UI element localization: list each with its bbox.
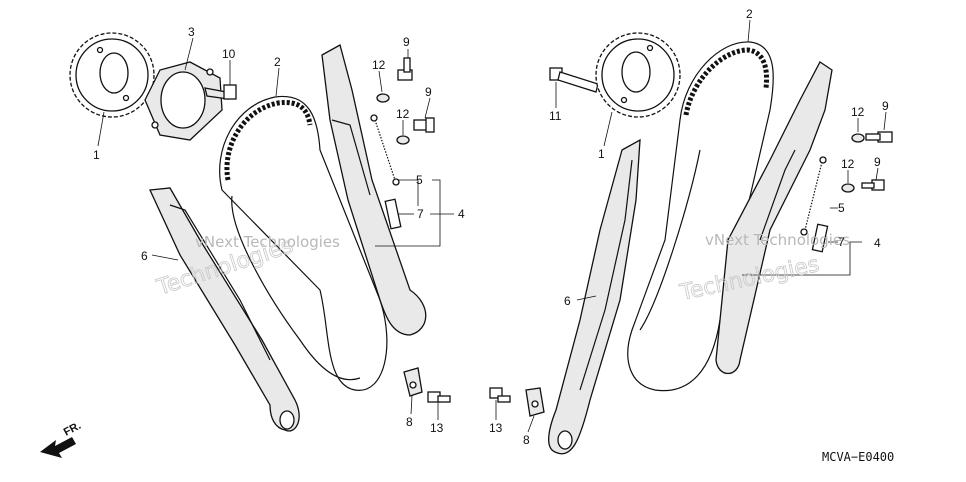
callout-8-right: 8 bbox=[523, 433, 530, 447]
bolt-9b-left bbox=[413, 117, 435, 133]
watermark-text-left: vNext Technologies bbox=[195, 233, 340, 251]
sprocket-plate bbox=[144, 61, 223, 141]
callout-1-right: 1 bbox=[598, 147, 605, 161]
callout-5-right: 5 bbox=[838, 201, 845, 215]
callout-9b-right: 9 bbox=[874, 155, 881, 169]
chain-guide-right bbox=[548, 138, 641, 455]
bolt-11-right bbox=[549, 67, 599, 93]
spring-left bbox=[370, 114, 400, 186]
chain-guide-left bbox=[149, 187, 300, 432]
callout-12b-left: 12 bbox=[396, 107, 410, 121]
callout-6-left: 6 bbox=[141, 249, 148, 263]
callout-13-right: 13 bbox=[489, 421, 503, 435]
washer-12a-left bbox=[376, 93, 390, 103]
callout-12a-left: 12 bbox=[372, 58, 386, 72]
callout-9a-left: 9 bbox=[403, 35, 410, 49]
clip-8-right bbox=[525, 387, 545, 417]
callout-12b-right: 12 bbox=[841, 157, 855, 171]
callouts-left: 1 2 3 4 5 6 7 8 9 9 10 12 12 13 bbox=[93, 25, 465, 435]
leader-lines bbox=[97, 19, 887, 433]
front-label: FR. bbox=[62, 420, 83, 439]
spring-right bbox=[800, 156, 827, 236]
bolt-9a-right bbox=[865, 131, 893, 143]
callout-12a-right: 12 bbox=[851, 105, 865, 119]
front-direction-indicator: FR. bbox=[40, 420, 83, 458]
cam-sprocket-right bbox=[595, 32, 681, 118]
callout-7-left: 7 bbox=[417, 207, 424, 221]
tensioner-arm-right bbox=[715, 61, 833, 375]
callout-4-right: 4 bbox=[874, 236, 881, 250]
cam-sprocket-left bbox=[69, 32, 155, 118]
clip-8-left bbox=[403, 367, 423, 397]
callout-6-right: 6 bbox=[564, 294, 571, 308]
callout-11-right: 11 bbox=[549, 109, 562, 123]
watermark-text-right: vNext Technologies bbox=[705, 231, 850, 249]
callout-10-left: 10 bbox=[222, 47, 236, 61]
pin-left bbox=[384, 198, 402, 230]
bolt-13-left bbox=[427, 391, 451, 403]
callout-4-left: 4 bbox=[458, 207, 465, 221]
callout-8-left: 8 bbox=[406, 415, 413, 429]
callout-2-left: 2 bbox=[274, 55, 281, 69]
callout-1-left: 1 bbox=[93, 148, 100, 162]
watermark-right: vNext Technologies Technologies bbox=[677, 231, 850, 306]
callout-5-left: 5 bbox=[416, 173, 423, 187]
callout-9a-right: 9 bbox=[882, 99, 889, 113]
callout-13-left: 13 bbox=[430, 421, 444, 435]
callout-9b-left: 9 bbox=[425, 85, 432, 99]
callouts-right: 1 2 4 5 6 7 8 9 9 11 12 12 13 bbox=[489, 7, 889, 447]
washer-12b-left bbox=[396, 135, 410, 145]
bolt-9a-left bbox=[397, 57, 413, 81]
bolt-13-right bbox=[489, 387, 511, 403]
callout-3-left: 3 bbox=[188, 25, 195, 39]
diagram-code: MCVA−E0400 bbox=[822, 450, 894, 464]
callout-7-right: 7 bbox=[838, 235, 845, 249]
pin-right bbox=[811, 223, 829, 253]
washer-12b-right bbox=[841, 183, 855, 193]
callout-2-right: 2 bbox=[746, 7, 753, 21]
front-arrow-icon bbox=[40, 437, 76, 458]
washer-12a-right bbox=[851, 133, 865, 143]
bolt-9b-right bbox=[861, 179, 885, 191]
tensioner-arm-left bbox=[321, 44, 427, 336]
